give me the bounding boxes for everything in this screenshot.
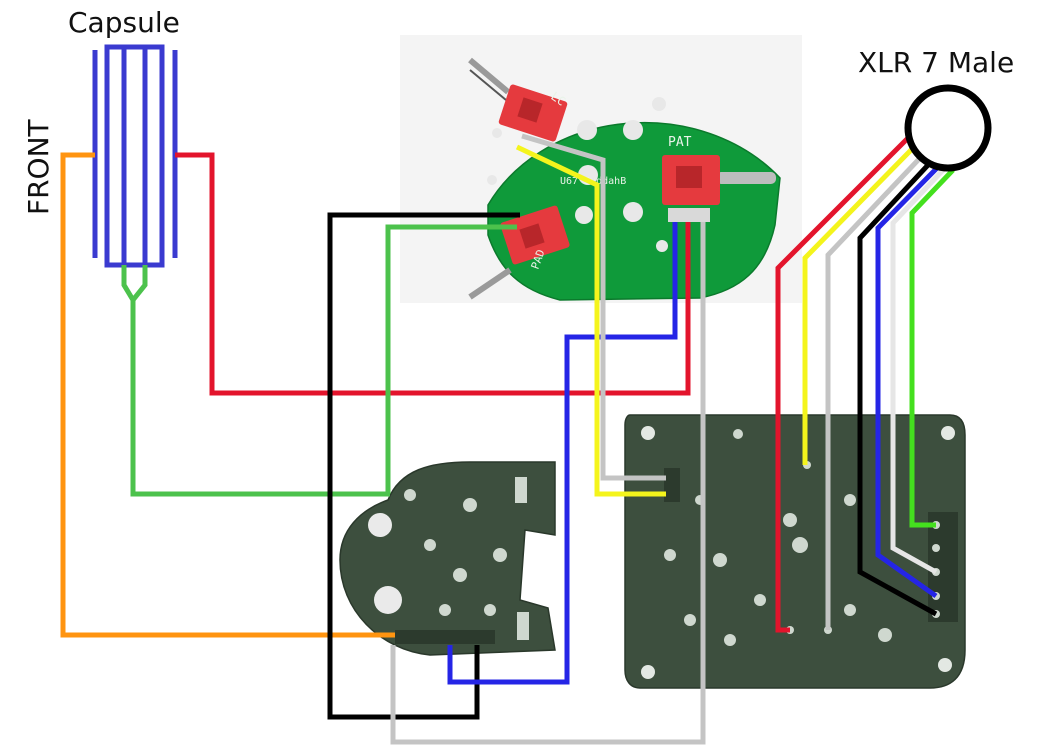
capsule-board-pad [484,604,496,616]
amplifier-board-pad [664,549,676,561]
wire-xlr-blue [875,166,939,599]
amplifier-board-pad [844,604,856,616]
toggle-switch-lc [468,57,568,142]
capsule-board-pad [453,568,467,582]
front-label: FRONT [22,118,55,215]
wire-red-capsule [175,152,691,396]
silk-lc: LC [548,89,568,109]
amplifier-board-hole [941,426,955,440]
capsule-label: Capsule [68,6,180,39]
switch-board: LC PAT PAD U67 BuddahB [400,35,802,303]
toggle-switch-pad [468,205,570,300]
amplifier-board-pad [783,513,797,527]
switch-board-hole [656,240,668,252]
silk-pat: PAT [668,135,692,150]
silk-pad: PAD [529,248,548,271]
capsule-board-pad [404,489,416,501]
amplifier-board-hole [641,665,655,679]
amplifier-input-header [664,468,680,502]
wire-xlr-lime [909,168,955,528]
wire-xlr-gray [825,156,922,630]
switch-board-hole [487,175,497,185]
wire-xlr-yellow [802,146,915,465]
amplifier-board-hole [938,658,952,672]
wire-blue-pat [447,222,678,685]
amplifier-board-pad [754,594,766,606]
wire-gray-lc [521,133,666,481]
xlr-connector [904,84,992,172]
amplifier-board-hole [641,426,655,440]
capsule-board-pad [493,548,507,562]
capsule-board-hole [368,513,392,537]
capsule-board [339,461,556,656]
switch-board-hole [623,120,643,140]
wire-green-pad [385,224,517,494]
amplifier-board-pad [724,634,736,646]
amplifier-board-pad [878,628,892,642]
amplifier-board-pad [684,614,696,626]
amplifier-board-pad [733,429,743,439]
switch-board-hole [575,206,593,224]
wire-xlr-black [857,163,938,617]
amplifier-board-pad [844,494,856,506]
wire-xlr-white [890,166,947,575]
toggle-switch-pat [662,155,776,222]
capsule-board-header [395,630,495,644]
capsule-board-connector [517,612,529,640]
amplifier-board-pad [792,537,808,553]
wire-yellow-lc [515,144,666,497]
amplifier-board-pad [713,553,727,567]
switch-board-hole [652,97,666,111]
capsule-board-connector [515,477,527,503]
switch-board-hole [492,128,502,138]
capsule [92,44,178,268]
wire-green-capsule [121,265,390,497]
capsule-board-pad [424,539,436,551]
switch-board-hole [577,120,597,140]
capsule-body [104,44,165,268]
switch-board-hole [623,202,643,222]
capsule-board-pad [439,604,451,616]
wire-gray-pat [390,222,706,745]
wire-xlr-red [775,136,910,633]
wire-orange [60,152,395,638]
capsule-board-hole [374,586,402,614]
capsule-board-pad [463,498,477,512]
amplifier-xlr-header [928,512,958,622]
xlr-label: XLR 7 Male [858,46,1014,79]
wire-black-pad [327,212,520,720]
amplifier-xlr-pin [932,544,940,552]
